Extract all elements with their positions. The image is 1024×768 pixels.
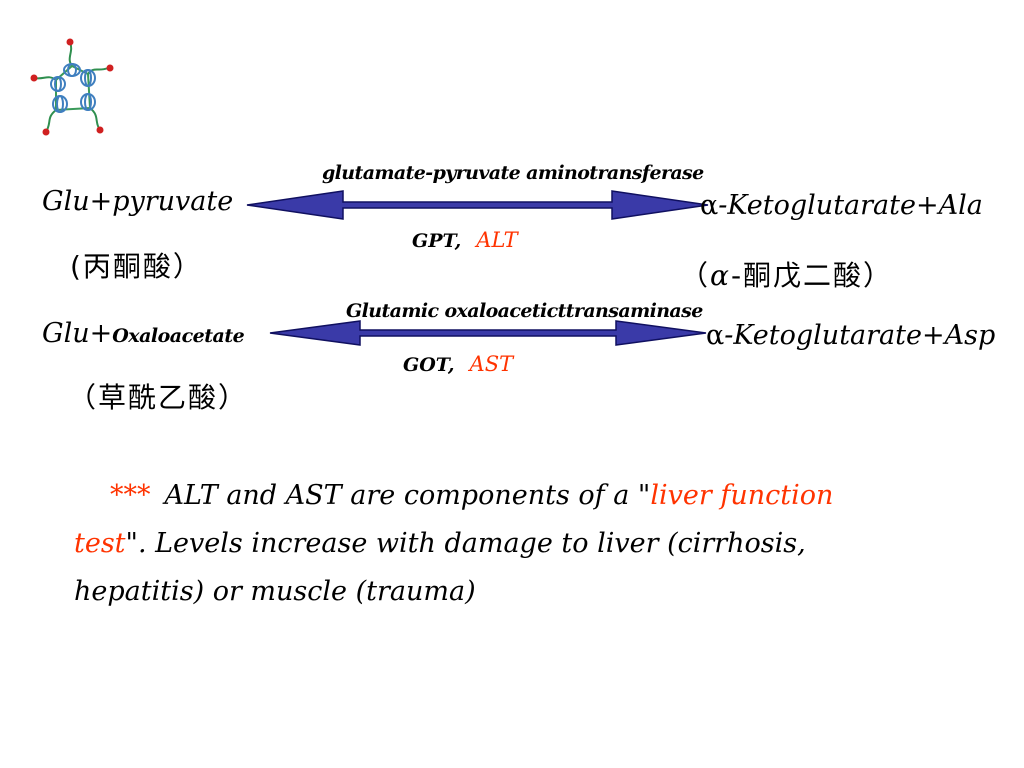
products-1: α-Ketoglutarate+Ala	[700, 190, 983, 221]
protein-molecule-icon	[28, 34, 120, 142]
products-2: α-Ketoglutarate+Asp	[706, 320, 995, 351]
substrate-chinese-1: (丙酮酸）	[70, 245, 203, 285]
enzyme-abbr-2: GOT, AST	[403, 352, 513, 376]
chinese-rest: -酮戊二酸）	[731, 259, 893, 292]
substrate-chinese-2: （草酰乙酸）	[68, 376, 248, 416]
products-chinese-1: （α-酮戊二酸）	[680, 254, 893, 294]
alpha-prefix: α	[700, 190, 718, 221]
enzyme-name-got: Glutamic oxaloaceticttransaminase	[346, 300, 703, 322]
substrates-2-prefix: Glu+	[42, 318, 112, 349]
note-stars: ***	[110, 480, 151, 511]
note-text-before: ALT and AST are components of a "	[165, 480, 651, 511]
substrates-1: Glu+pyruvate	[42, 186, 233, 217]
products-2-text: -Ketoglutarate+Asp	[724, 320, 995, 351]
abbr-alt: ALT	[476, 228, 517, 252]
chinese-alpha: α	[710, 259, 731, 292]
enzyme-name-gpt: glutamate-pyruvate aminotransferase	[322, 162, 704, 184]
reversible-arrow-2	[268, 320, 708, 346]
alpha-prefix-2: α	[706, 320, 724, 351]
chinese-open-paren: （	[680, 259, 710, 292]
note-text-after: ". Levels increase with damage to liver …	[74, 528, 806, 607]
enzyme-abbr-1: GPT, ALT	[412, 228, 518, 252]
liver-function-note: ***ALT and AST are components of a "live…	[74, 472, 904, 616]
abbr-got: GOT,	[403, 354, 454, 376]
substrates-2-rest: Oxaloacetate	[112, 325, 244, 347]
products-1-text: -Ketoglutarate+Ala	[718, 190, 983, 221]
reversible-arrow-1	[245, 190, 710, 220]
abbr-ast: AST	[470, 352, 514, 376]
substrates-2: Glu+Oxaloacetate	[42, 318, 244, 349]
abbr-gpt: GPT,	[412, 230, 461, 252]
